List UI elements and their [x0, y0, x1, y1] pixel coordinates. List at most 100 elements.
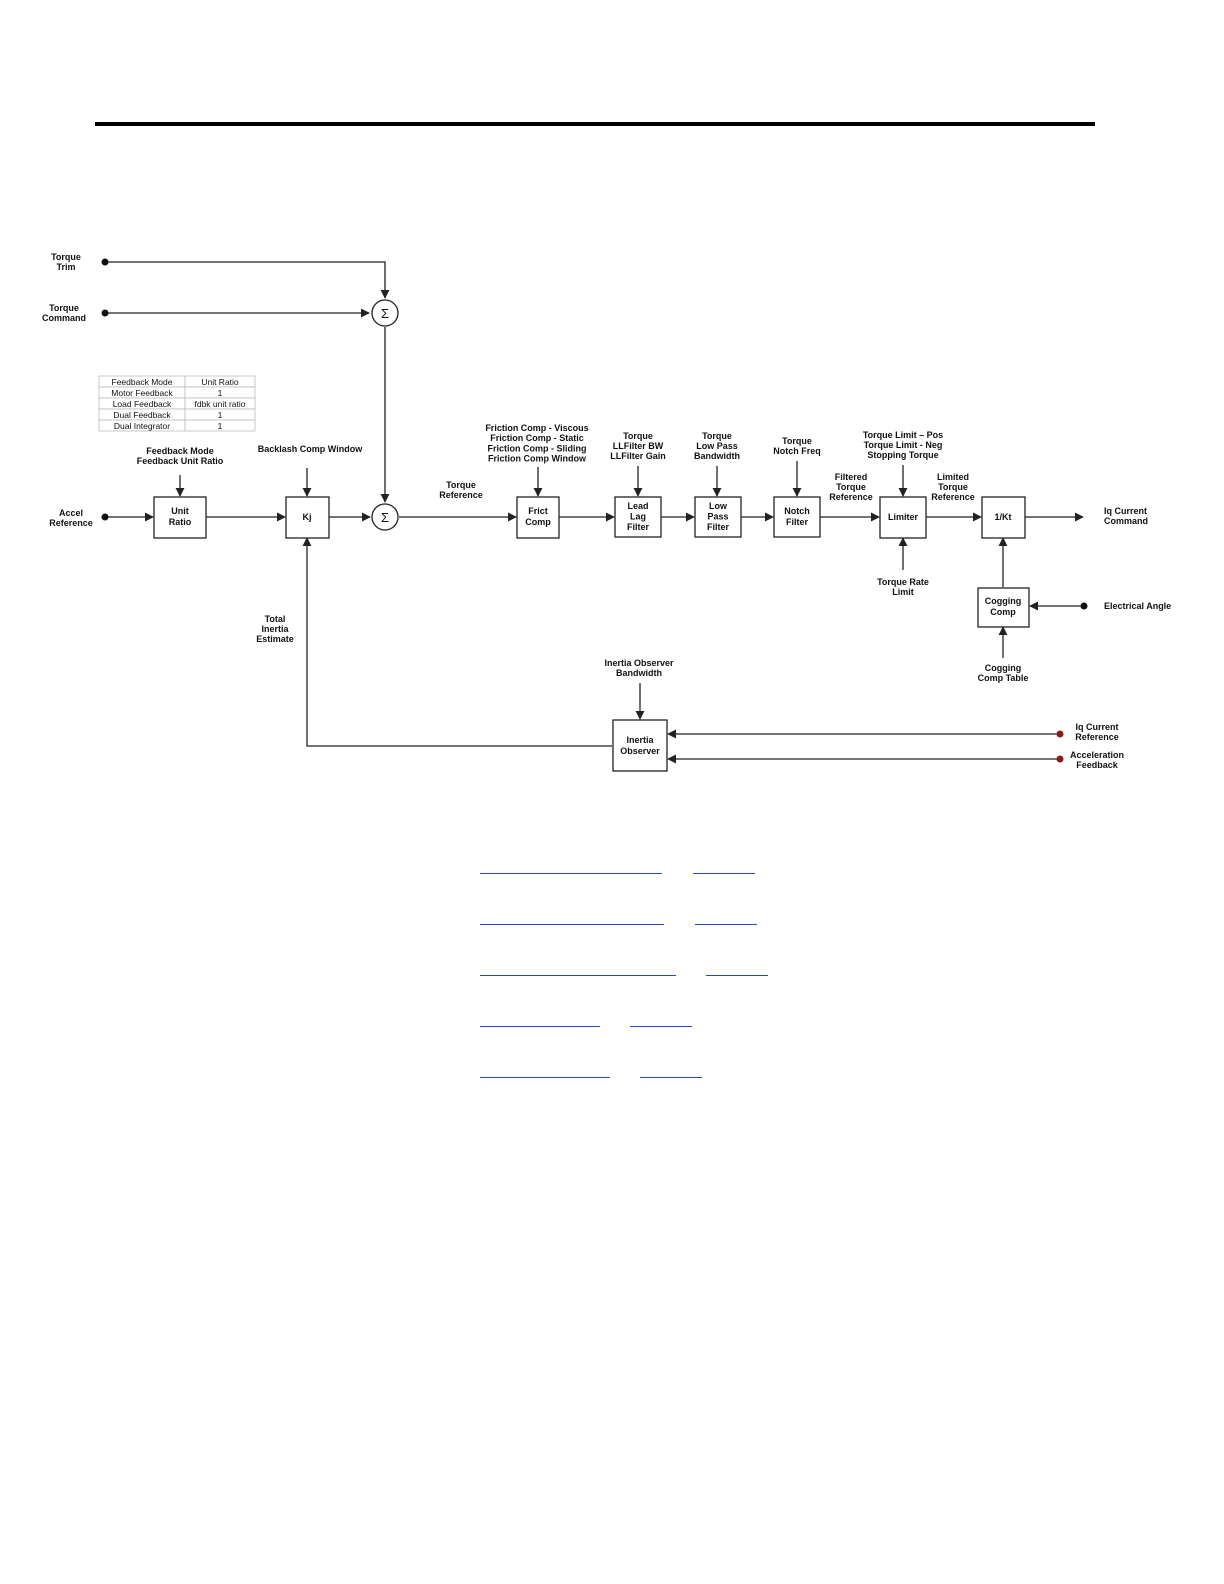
label-line: Torque — [49, 303, 79, 313]
table-cell: Dual Integrator — [114, 421, 170, 431]
limiter-block: Limiter — [879, 496, 927, 539]
page-link[interactable] — [640, 1077, 702, 1078]
label-line: Feedback — [1076, 760, 1119, 770]
label-line: Kj — [303, 512, 312, 522]
link[interactable] — [480, 924, 664, 925]
label-line: Torque — [51, 252, 81, 262]
label-line: Limited — [937, 472, 969, 482]
label-line: Torque — [623, 431, 653, 441]
label-line: Notch — [784, 506, 810, 516]
label-line: Limit — [892, 587, 914, 597]
label-line: Low Pass — [696, 441, 738, 451]
label-line: LLFilter BW — [613, 441, 664, 451]
label-line: Cogging — [985, 596, 1022, 606]
link[interactable] — [480, 1026, 600, 1027]
page-link[interactable] — [706, 975, 768, 976]
label-line: Bandwidth — [694, 451, 740, 461]
label-line: Filter — [627, 522, 650, 532]
summing-junction-2: Σ — [371, 503, 399, 531]
label-line: Lag — [630, 512, 646, 522]
acceleration-feedback-terminal — [1056, 755, 1064, 763]
label-line: Filtered — [835, 472, 868, 482]
label-line: Friction Comp - Static — [490, 433, 584, 443]
label-line: Friction Comp - Viscous — [485, 423, 588, 433]
label-line: Low — [709, 501, 728, 511]
label-line: Limiter — [888, 512, 919, 522]
label-line: Total — [265, 614, 286, 624]
label-line: Unit — [171, 506, 189, 516]
label-line: Friction Comp Window — [488, 454, 587, 464]
label-line: Torque Limit - Neg — [864, 440, 943, 450]
label-line: Comp — [990, 607, 1016, 617]
label-line: Trim — [56, 262, 75, 272]
electrical-angle-terminal — [1080, 602, 1088, 610]
label-line: Reference — [439, 490, 483, 500]
label-line: Notch Freq — [773, 446, 821, 456]
label-line: Comp — [525, 517, 551, 527]
page-link[interactable] — [630, 1026, 692, 1027]
label-line: Torque — [836, 482, 866, 492]
label-line: Ratio — [169, 517, 192, 527]
table-cell: Dual Feedback — [113, 410, 171, 420]
svg-text:Σ: Σ — [381, 510, 389, 525]
label-line: Reference — [1075, 732, 1119, 742]
label-line: Lead — [627, 501, 648, 511]
svg-text:Σ: Σ — [381, 306, 389, 321]
label-line: Inertia — [626, 735, 654, 745]
label-line: Torque — [446, 480, 476, 490]
label-line: Inertia — [261, 624, 289, 634]
svg-text:Limiter: Limiter — [888, 512, 919, 522]
label-line: Frict — [528, 506, 548, 516]
svg-text:1/Kt: 1/Kt — [994, 512, 1011, 522]
label-line: Iq Current — [1075, 722, 1118, 732]
label-line: Inertia Observer — [604, 658, 674, 668]
label-line: Reference — [931, 492, 975, 502]
label-line: Reference — [829, 492, 873, 502]
label-line: Torque — [938, 482, 968, 492]
label-line: Backlash Comp Window — [258, 444, 363, 454]
page-link[interactable] — [693, 873, 755, 874]
torque-trim-terminal — [101, 258, 109, 266]
table-header-unit-ratio: Unit Ratio — [201, 377, 239, 387]
table-cell: Motor Feedback — [111, 388, 173, 398]
table-cell: 1 — [218, 388, 223, 398]
table-cell: Load Feedback — [113, 399, 172, 409]
label-line: Filter — [707, 522, 730, 532]
page-link[interactable] — [695, 924, 757, 925]
label-line: Torque — [702, 431, 732, 441]
label-line: Comp Table — [978, 673, 1029, 683]
link[interactable] — [480, 873, 662, 874]
signal-lines — [105, 261, 1084, 764]
link[interactable] — [480, 1077, 610, 1078]
torque-command-terminal — [101, 309, 109, 317]
kj-block: Kj — [285, 496, 330, 539]
label-line: Command — [1104, 516, 1148, 526]
one-over-kt-block: 1/Kt — [981, 496, 1026, 539]
table-cell: 1 — [218, 410, 223, 420]
link[interactable] — [480, 975, 676, 976]
feedback-mode-table: Feedback Mode Unit Ratio Motor Feedback … — [98, 375, 256, 432]
